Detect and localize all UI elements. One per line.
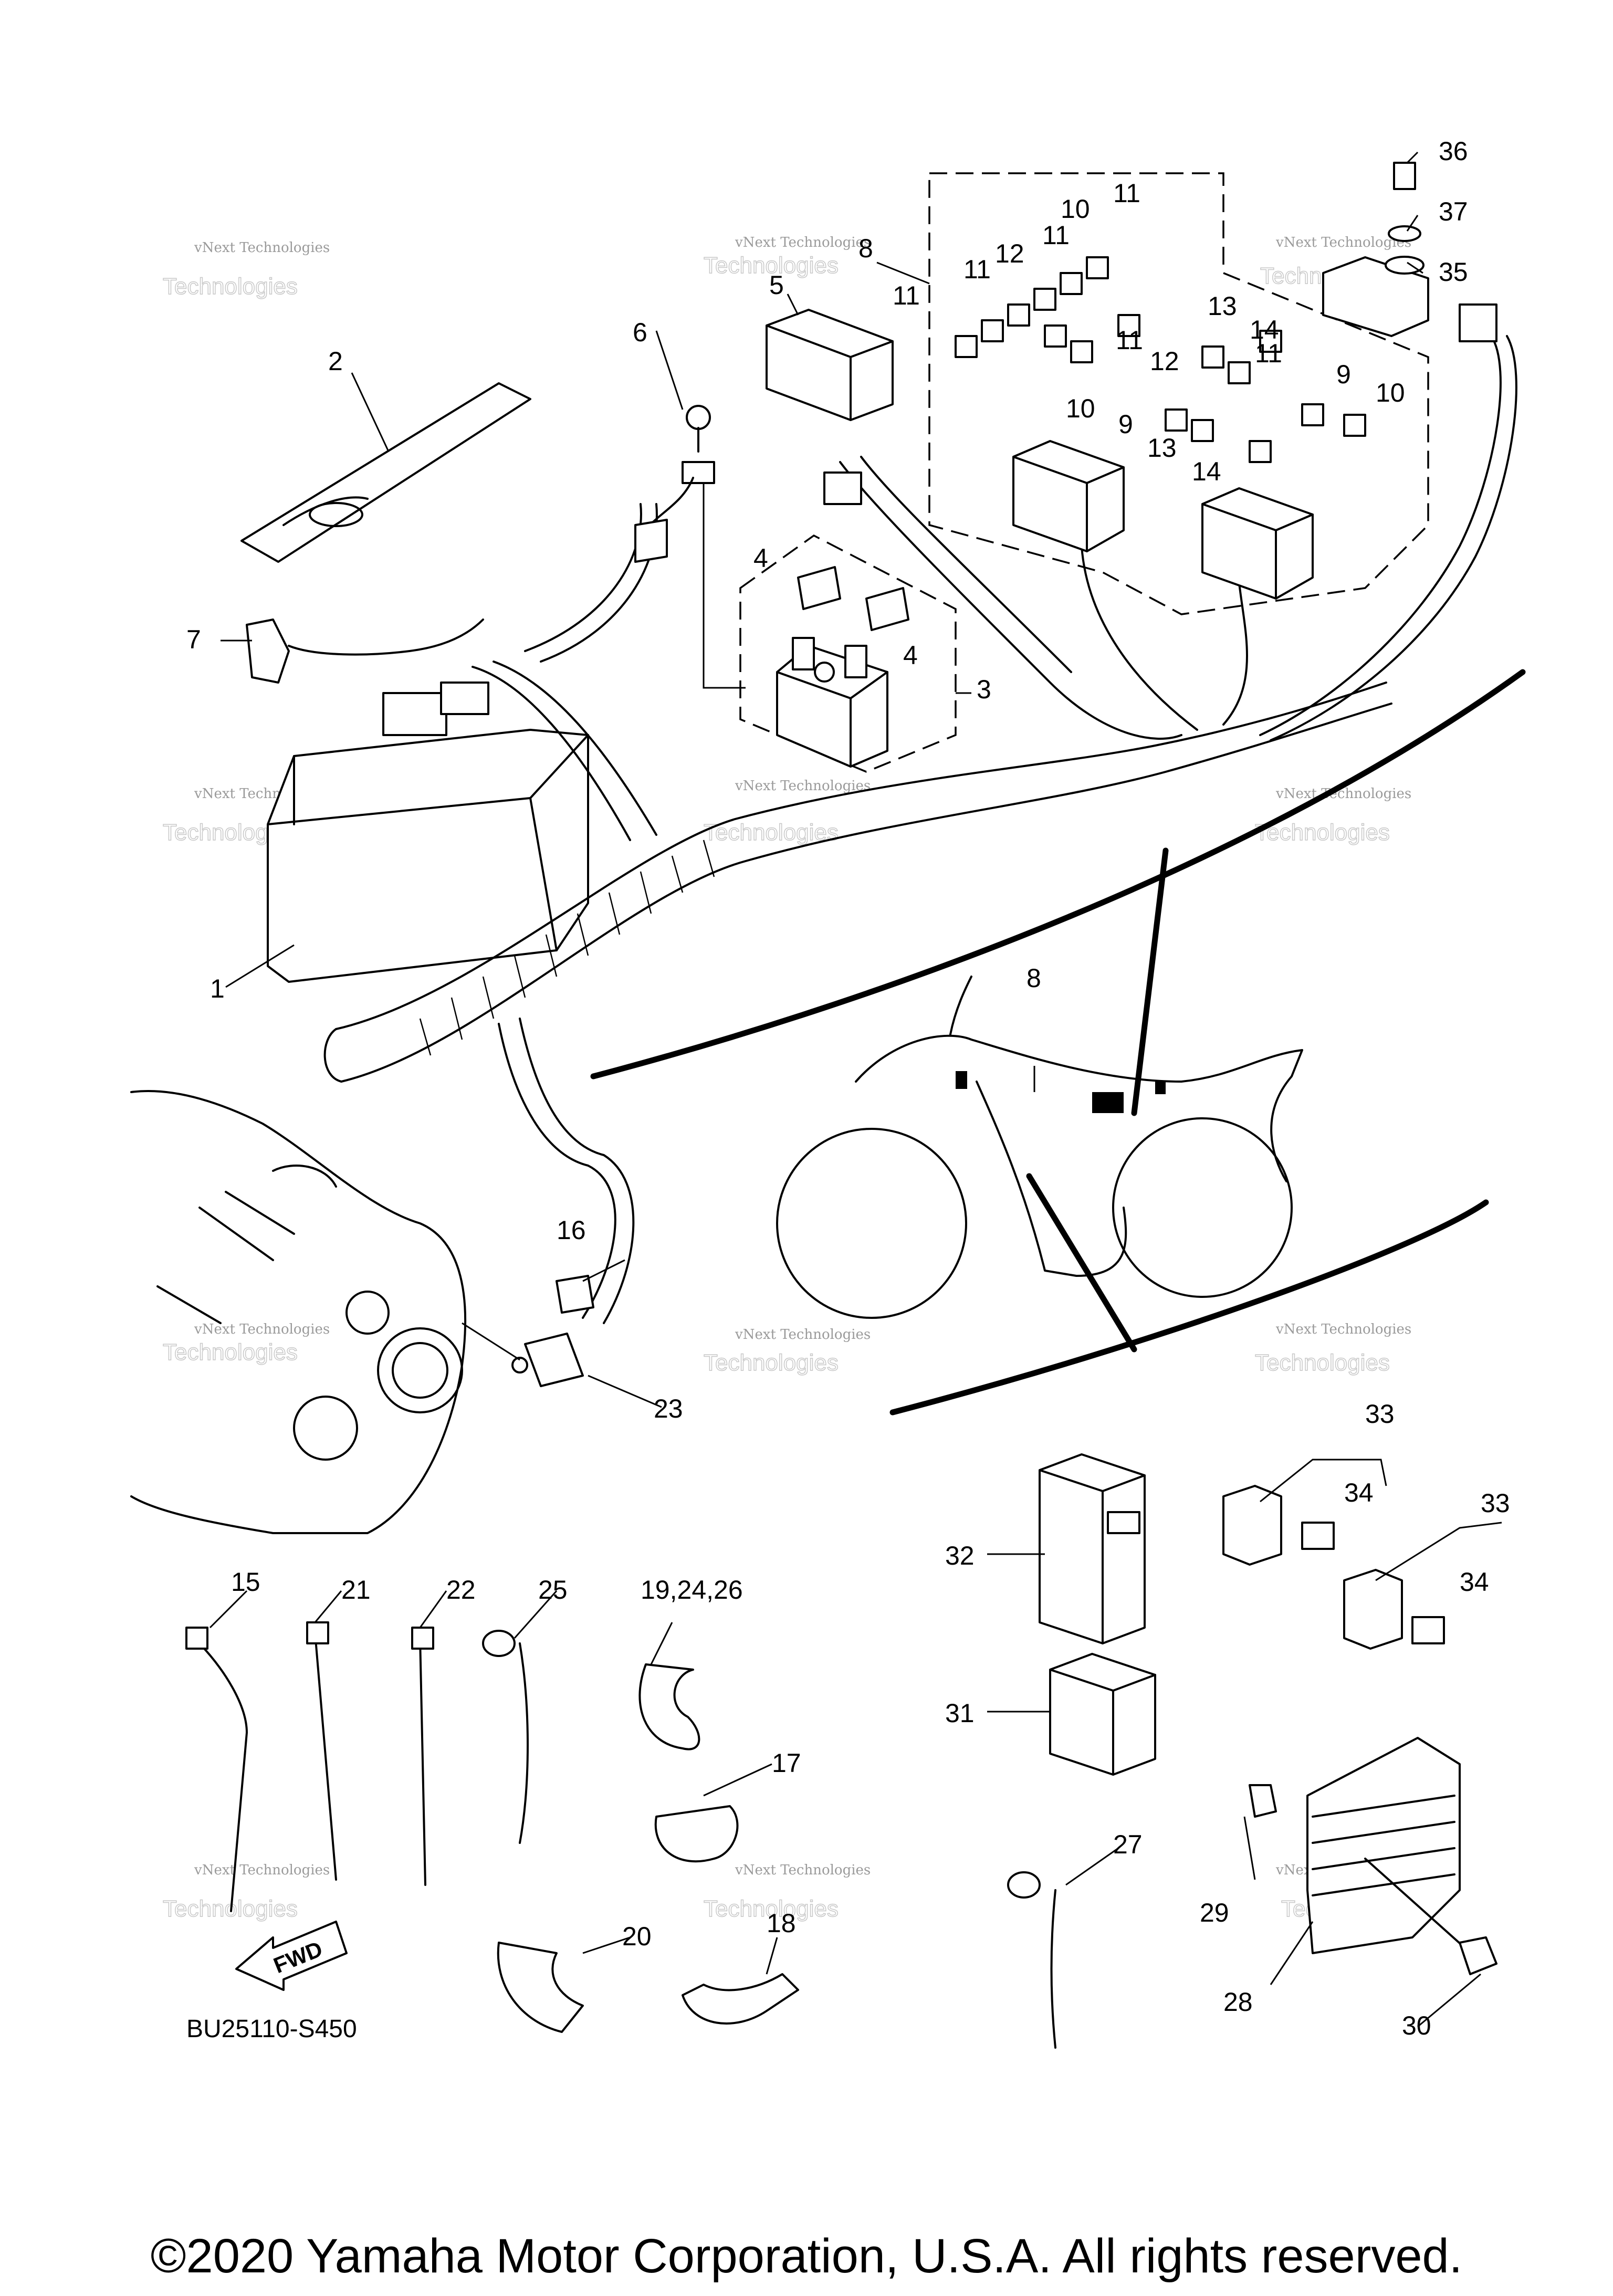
callout-leaders [209, 151, 1481, 2028]
callout-labels: 1 2 3 4 4 5 6 7 8 8 9 9 10 10 10 11 11 1… [186, 137, 1510, 2040]
callout-8b: 8 [1027, 963, 1041, 993]
engine-illustration [130, 1090, 528, 1534]
cable-ties [185, 1621, 1056, 2049]
callout-4b: 4 [903, 641, 918, 670]
callout-25: 25 [538, 1575, 568, 1605]
battery-strap [240, 382, 531, 563]
copyright-notice: ©2020 Yamaha Motor Corporation, U.S.A. A… [150, 2229, 1463, 2283]
callout-11f: 11 [1255, 339, 1282, 368]
svg-text:vNext Technologies: vNext Technologies [735, 1327, 871, 1343]
callout-30: 30 [1402, 2011, 1431, 2040]
inset-leaders [590, 669, 1526, 1416]
callout-16: 16 [557, 1215, 586, 1245]
svg-text:vNext Technologies: vNext Technologies [1275, 1322, 1411, 1337]
svg-text:vNext Technologies: vNext Technologies [194, 240, 330, 256]
callout-9b: 9 [1118, 410, 1133, 439]
callout-10b: 10 [1066, 394, 1095, 423]
callout-17: 17 [772, 1748, 801, 1778]
callout-21: 21 [341, 1575, 371, 1605]
callout-11a: 11 [1113, 179, 1140, 208]
svg-text:Technologies: Technologies [163, 274, 298, 299]
callout-8a: 8 [858, 234, 873, 263]
callout-28: 28 [1223, 1987, 1253, 2017]
svg-text:vNext Technologies: vNext Technologies [735, 778, 871, 794]
callout-34b: 34 [1460, 1567, 1489, 1597]
callout-14b: 14 [1192, 457, 1221, 486]
callout-14a: 14 [1250, 315, 1279, 344]
diagram-code: BU25110-S450 [186, 2015, 357, 2043]
svg-text:Technologies: Technologies [704, 820, 839, 845]
ground-lead [634, 405, 746, 689]
callout-18: 18 [767, 1909, 796, 1938]
ecu-and-relays [1039, 1453, 1502, 1776]
callout-6: 6 [633, 318, 647, 347]
callout-3: 3 [977, 675, 991, 704]
terminal-cover [246, 618, 484, 684]
callout-32: 32 [945, 1541, 975, 1570]
starter-relay-assembly [739, 534, 957, 773]
battery [267, 682, 589, 983]
callout-13b: 13 [1147, 433, 1177, 463]
fwd-arrow: FWD [235, 1921, 348, 1991]
callout-11e: 11 [1116, 326, 1143, 355]
callout-11b: 11 [1042, 221, 1070, 250]
parts-16-23 [524, 1275, 594, 1387]
callout-34a: 34 [1344, 1478, 1374, 1507]
callout-12b: 12 [1150, 347, 1179, 376]
svg-text:vNext Technologies: vNext Technologies [194, 1862, 330, 1878]
svg-text:vNext Technologies: vNext Technologies [1275, 235, 1411, 250]
callout-29: 29 [1200, 1898, 1229, 1927]
callout-27: 27 [1113, 1830, 1143, 1859]
svg-text:vNext Technologies: vNext Technologies [735, 235, 871, 250]
fuses [955, 256, 1366, 463]
callout-7: 7 [186, 625, 201, 654]
callout-20: 20 [622, 1922, 652, 1951]
svg-text:Technologies: Technologies [704, 1896, 839, 1922]
callout-33b: 33 [1481, 1488, 1510, 1518]
callout-10a: 10 [1061, 194, 1090, 224]
callout-23: 23 [654, 1394, 683, 1423]
fuse-box-assembly [928, 172, 1429, 615]
callout-22: 22 [446, 1575, 476, 1605]
harness-clamps [497, 1663, 799, 2033]
svg-text:vNext Technologies: vNext Technologies [1275, 786, 1411, 802]
svg-text:Technologies: Technologies [704, 253, 839, 278]
callout-15: 15 [231, 1567, 260, 1597]
callout-2: 2 [328, 347, 343, 376]
callout-1: 1 [210, 974, 225, 1003]
rectifier-regulator [1249, 1737, 1497, 1975]
callout-11c: 11 [963, 255, 991, 284]
relay-5 [766, 309, 894, 505]
callout-35: 35 [1439, 257, 1468, 287]
callout-11d: 11 [893, 281, 920, 310]
callout-4a: 4 [753, 543, 768, 573]
turn-signal-relay-35 [1322, 162, 1497, 342]
svg-text:vNext Technologies: vNext Technologies [194, 1322, 330, 1337]
svg-text:Technologies: Technologies [1255, 1350, 1390, 1376]
callout-36: 36 [1439, 137, 1468, 166]
callout-9a: 9 [1336, 360, 1351, 389]
callout-31: 31 [945, 1699, 975, 1728]
svg-text:Technologies: Technologies [163, 1339, 298, 1365]
svg-text:Technologies: Technologies [704, 1350, 839, 1376]
callout-37: 37 [1439, 197, 1468, 226]
svg-text:vNext Technologies: vNext Technologies [735, 1862, 871, 1878]
wire-harness [323, 335, 1517, 1324]
motorcycle-silhouette [776, 976, 1303, 1319]
callout-12a: 12 [995, 239, 1024, 268]
callout-13a: 13 [1208, 291, 1237, 321]
callout-5: 5 [769, 270, 784, 300]
callout-33a: 33 [1365, 1399, 1395, 1429]
callout-19-24-26: 19,24,26 [641, 1575, 743, 1605]
callout-10c: 10 [1376, 378, 1405, 407]
